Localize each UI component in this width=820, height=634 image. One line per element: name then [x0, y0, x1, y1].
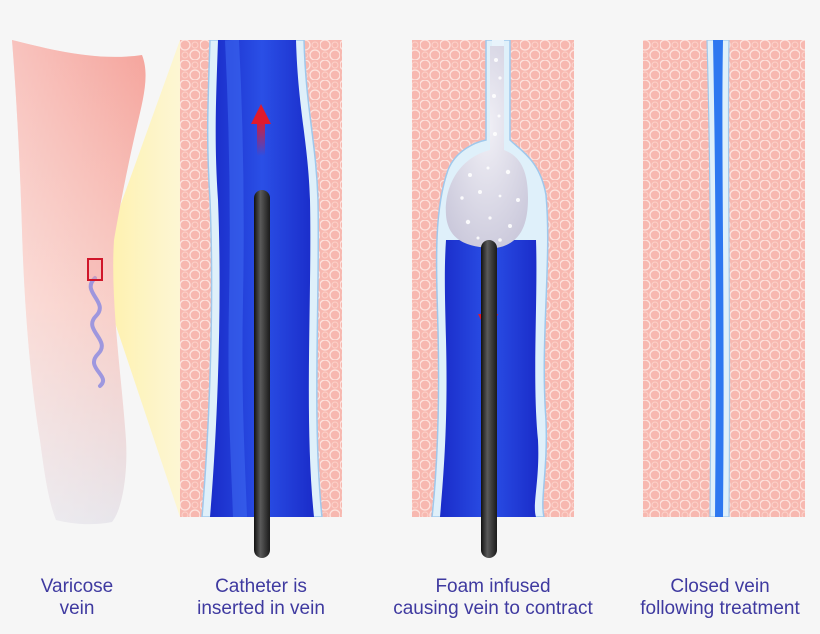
- arrow-up-icon: [251, 104, 271, 156]
- zoom-projection: [100, 40, 180, 517]
- caption-line-1: Foam infused: [435, 576, 551, 597]
- caption-line-2: causing vein to contract: [393, 598, 593, 619]
- caption-line-2: following treatment: [640, 598, 800, 619]
- caption-varicose-vein: Varicose vein: [7, 576, 147, 620]
- closed-panel: [643, 40, 805, 517]
- caption-line-1: Closed vein: [670, 576, 770, 597]
- caption-catheter-inserted: Catheter is inserted in vein: [180, 576, 342, 620]
- caption-foam-infused: Foam infused causing vein to contract: [383, 576, 603, 620]
- leg-panel: [12, 40, 180, 525]
- zoom-marker-box: [87, 258, 103, 281]
- varicose-vein-line: [88, 276, 105, 388]
- caption-line-2: vein: [59, 598, 95, 619]
- caption-line-1: Catheter is: [215, 576, 307, 597]
- closed-vein-lumen: [713, 40, 724, 517]
- catheter-rod-2: [481, 240, 497, 558]
- catheter-rod: [254, 190, 270, 558]
- caption-line-2: inserted in vein: [197, 598, 325, 619]
- caption-closed-vein: Closed vein following treatment: [624, 576, 816, 620]
- foam-mass: [445, 46, 528, 248]
- caption-line-1: Varicose: [40, 576, 114, 597]
